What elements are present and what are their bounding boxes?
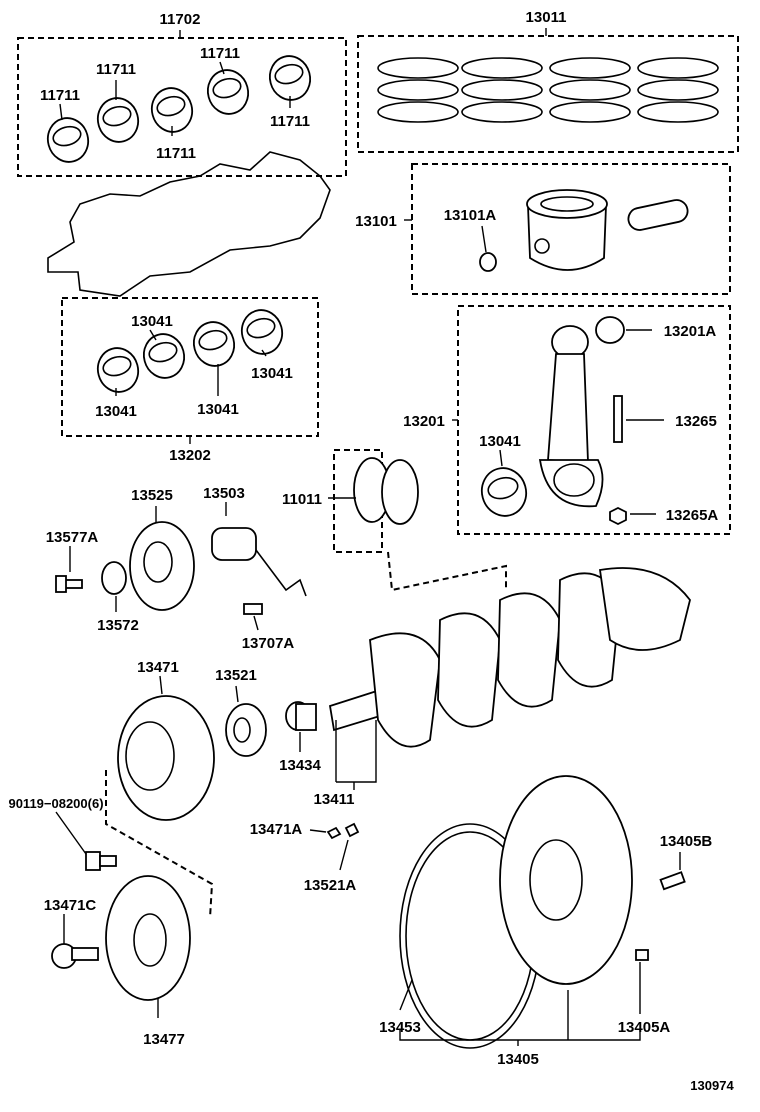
plate-13572	[101, 561, 127, 595]
conrod-bearing-13041	[480, 467, 528, 517]
upper-bearing-shells	[46, 55, 312, 163]
label-11011: 11011	[282, 491, 322, 508]
piston-rings	[377, 57, 719, 123]
piston-set-13101-box	[411, 163, 731, 295]
label-13477: 13477	[143, 1031, 185, 1048]
label-13101: 13101	[355, 213, 397, 230]
crankshaft	[328, 567, 691, 748]
label-13471: 13471	[137, 659, 179, 676]
flywheel	[499, 775, 633, 985]
label-13041-e: 13041	[479, 433, 521, 450]
label-13411: 13411	[314, 791, 355, 808]
crank-timing-gear-13525	[129, 521, 195, 611]
spacer-13434	[285, 701, 317, 731]
crankshaft-outline	[47, 151, 331, 297]
label-13041-d: 13041	[197, 401, 239, 418]
label-13453: 13453	[379, 1019, 421, 1036]
label-13201: 13201	[403, 413, 445, 430]
label-13405: 13405	[497, 1051, 539, 1068]
pulley-13477	[105, 875, 191, 1001]
label-13434: 13434	[279, 757, 321, 774]
piston-pin	[627, 199, 689, 231]
key-13521A	[344, 822, 360, 838]
label-11711-d: 11711	[270, 113, 310, 130]
snap-ring-13101A	[479, 252, 497, 272]
label-11711-a: 11711	[96, 61, 136, 78]
label-90119-08200: 90119−08200(6)	[8, 796, 103, 811]
bolt-13471C	[51, 943, 99, 969]
label-11711-b: 11711	[40, 87, 80, 104]
bolt-13577A	[55, 575, 83, 593]
label-13101A: 13101A	[444, 207, 497, 224]
bearing-set-11702-box	[17, 37, 347, 177]
label-13041-b: 13041	[251, 365, 293, 382]
label-11711-c: 11711	[200, 45, 240, 62]
nut-13265A	[609, 506, 627, 526]
label-13521A: 13521A	[304, 877, 357, 894]
label-13405B: 13405B	[660, 833, 713, 850]
label-13525: 13525	[131, 487, 173, 504]
label-13577A: 13577A	[46, 529, 99, 546]
piston	[526, 189, 608, 271]
pin-13405A	[635, 949, 649, 961]
label-13201A: 13201A	[664, 323, 717, 340]
diagram-id: 130974	[690, 1078, 734, 1093]
label-13521: 13521	[215, 667, 257, 684]
label-13707A: 13707A	[242, 635, 295, 652]
bolt-13707A	[243, 603, 263, 615]
bolt-13405B	[659, 871, 686, 891]
label-13011: 13011	[526, 9, 567, 26]
label-11702: 11702	[160, 11, 201, 28]
label-13265A: 13265A	[666, 507, 719, 524]
lower-bearing-shells	[96, 309, 284, 393]
thrust-washers-11011	[333, 449, 507, 592]
oil-nozzle-13503	[211, 527, 307, 597]
piston-ring-set-13011-box	[357, 35, 739, 153]
bolt-13265	[613, 395, 623, 443]
key-13471A	[326, 826, 342, 840]
label-13265: 13265	[675, 413, 717, 430]
bolt-90119	[85, 851, 117, 871]
label-13405A: 13405A	[618, 1019, 671, 1036]
bushing-13201A	[595, 316, 625, 344]
connecting-rod	[538, 325, 604, 508]
crank-pulley-13471	[117, 695, 215, 821]
label-11711-e: 11711	[156, 145, 196, 162]
label-13471C: 13471C	[44, 897, 97, 914]
gear-13521	[225, 703, 267, 757]
label-13041-a: 13041	[131, 313, 173, 330]
label-13202: 13202	[169, 447, 211, 464]
label-13471A: 13471A	[250, 821, 303, 838]
label-13041-c: 13041	[95, 403, 137, 420]
label-13503: 13503	[203, 485, 245, 502]
label-13572: 13572	[97, 617, 139, 634]
